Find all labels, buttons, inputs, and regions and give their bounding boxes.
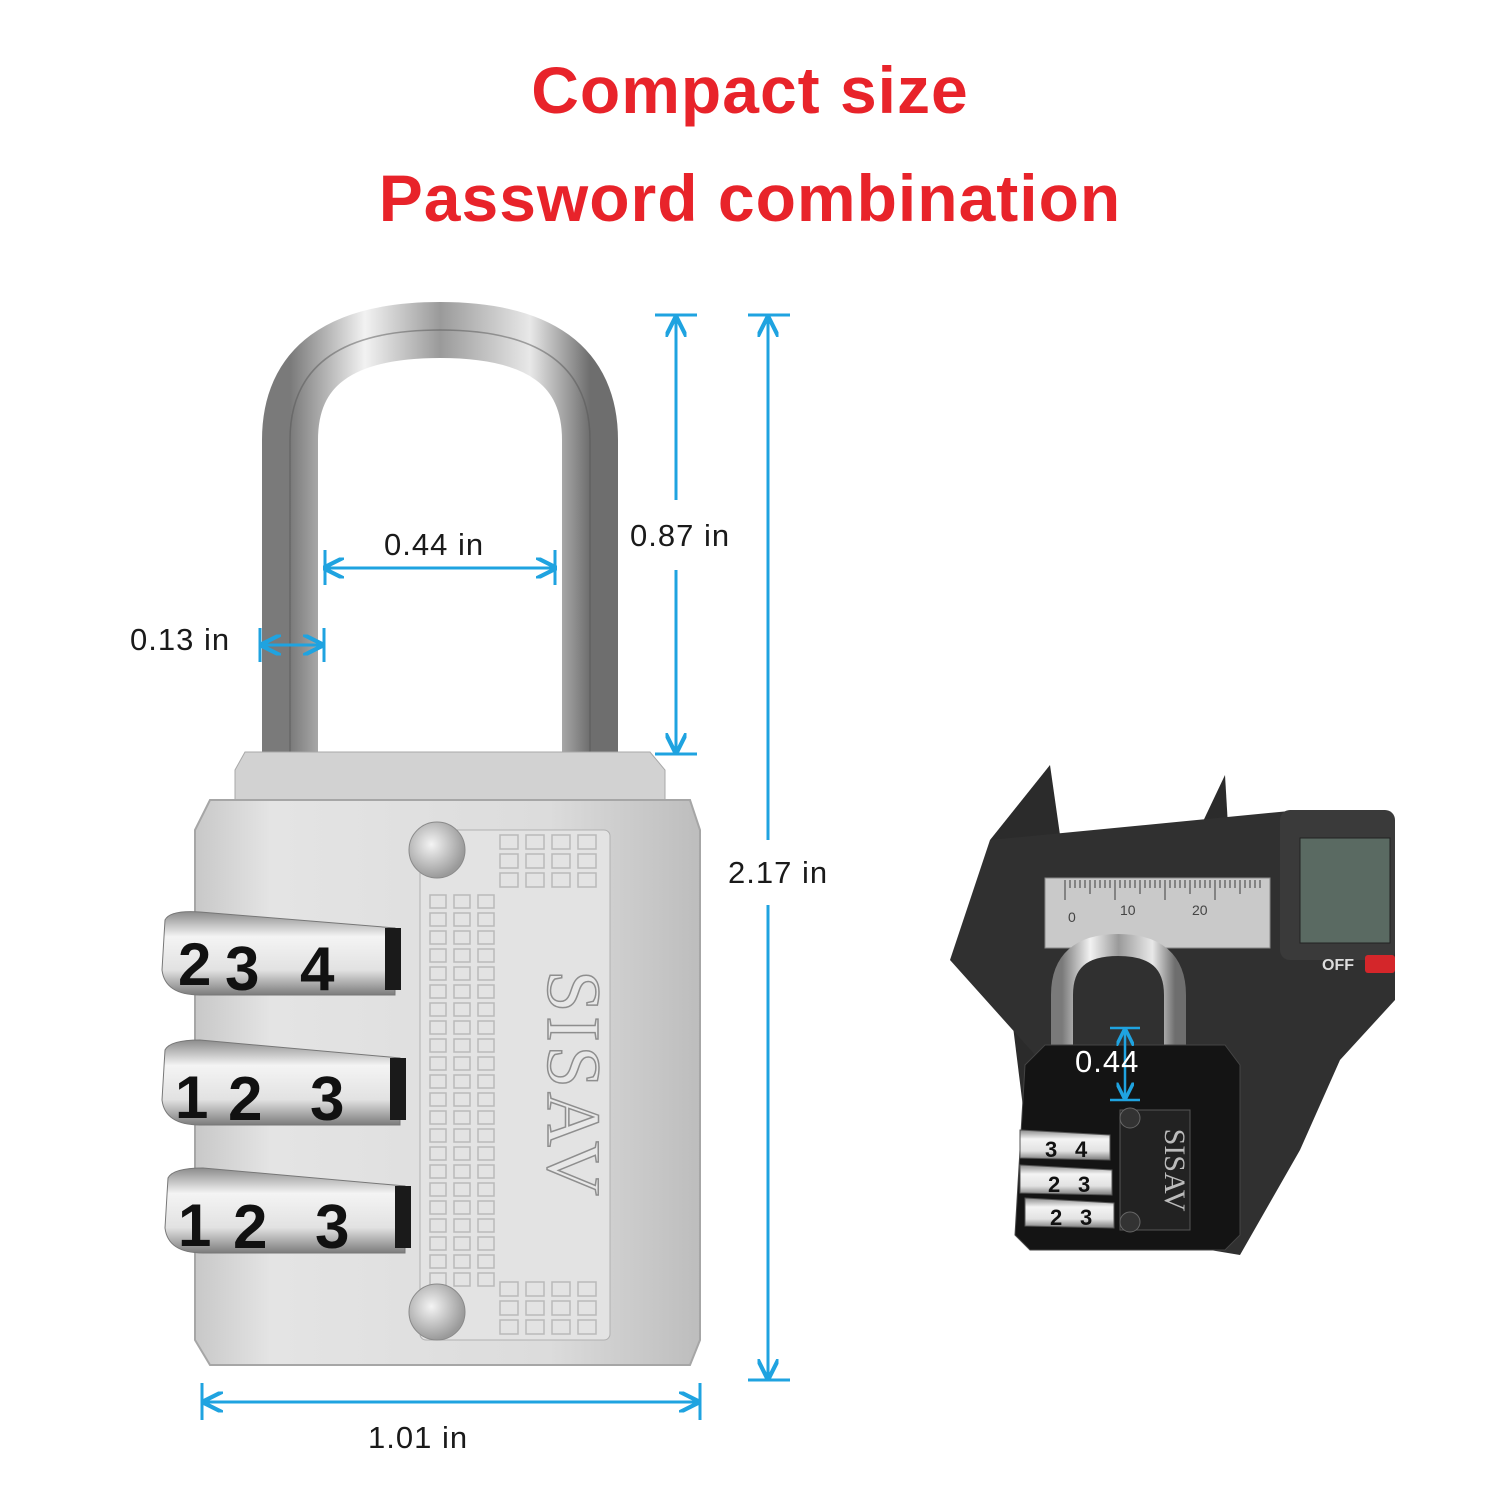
dial-bottom-digit-1: 1 (178, 1192, 211, 1259)
caliper-off-button-label: OFF (1322, 957, 1354, 974)
rivet-top (408, 821, 466, 879)
dim-label-total-height: 2.17 in (728, 855, 829, 890)
dim-label-shackle-thickness: 0.13 in (130, 622, 231, 657)
caliper-lcd (1299, 837, 1391, 944)
dial-bottom[interactable]: 1 2 3 (164, 1167, 411, 1262)
small-dial-top-digit-2: 4 (1075, 1137, 1088, 1162)
rivet-bottom (408, 1283, 466, 1341)
dial-middle-digit-2: 2 (228, 1065, 262, 1134)
padlock: SISAV 2 3 4 1 2 3 1 2 3 (161, 301, 701, 1366)
dial-bottom-digit-3: 3 (315, 1193, 349, 1262)
lock-top-cap (234, 751, 666, 801)
lock-face-panel (419, 829, 611, 1341)
photo-dim-label: 0.44 (1075, 1044, 1139, 1079)
small-dial-top-digit-1: 3 (1045, 1137, 1057, 1162)
dial-middle-digit-1: 1 (175, 1064, 208, 1131)
dial-bottom-digit-2: 2 (233, 1193, 267, 1262)
caliper-photo: 0 10 20 OFF SISAV 3 4 2 3 2 3 (950, 765, 1395, 1255)
dim-label-body-width: 1.01 in (368, 1420, 469, 1455)
dim-label-inner-width: 0.44 in (384, 527, 485, 562)
dial-middle-digit-3: 3 (310, 1065, 344, 1134)
dial-top-digit-1: 2 (178, 931, 211, 998)
small-lock-brand: SISAV (1158, 1129, 1191, 1212)
headline-password-combination: Password combination (378, 161, 1122, 235)
caliper-scale-label-10: 10 (1120, 902, 1136, 918)
caliper-scale (1044, 877, 1271, 949)
small-dial-middle-digit-2: 3 (1078, 1172, 1090, 1197)
lock-brand: SISAV (531, 970, 615, 1200)
caliper-scale-label-0: 0 (1068, 909, 1076, 925)
headline-compact-size: Compact size (531, 53, 969, 127)
small-dial-middle: 2 3 (1019, 1164, 1113, 1197)
caliper-off-button (1365, 955, 1395, 973)
dial-top-digit-3: 4 (300, 935, 335, 1004)
small-dial-middle-digit-1: 2 (1048, 1172, 1060, 1197)
caliper-scale-label-20: 20 (1192, 902, 1208, 918)
small-dial-bottom: 2 3 (1024, 1197, 1115, 1230)
panel-grid-pattern (429, 834, 597, 1335)
small-dial-bottom-digit-2: 3 (1080, 1205, 1092, 1230)
small-lock-shackle (1051, 933, 1186, 1060)
dial-middle[interactable]: 1 2 3 (161, 1039, 406, 1134)
dial-top[interactable]: 2 3 4 (161, 911, 401, 1004)
dial-top-digit-2: 3 (225, 935, 259, 1004)
small-dial-bottom-digit-1: 2 (1050, 1205, 1062, 1230)
small-dial-top: 3 4 (1019, 1129, 1111, 1162)
dim-label-shackle-height: 0.87 in (630, 518, 731, 553)
dimension-lines (200, 313, 790, 1420)
